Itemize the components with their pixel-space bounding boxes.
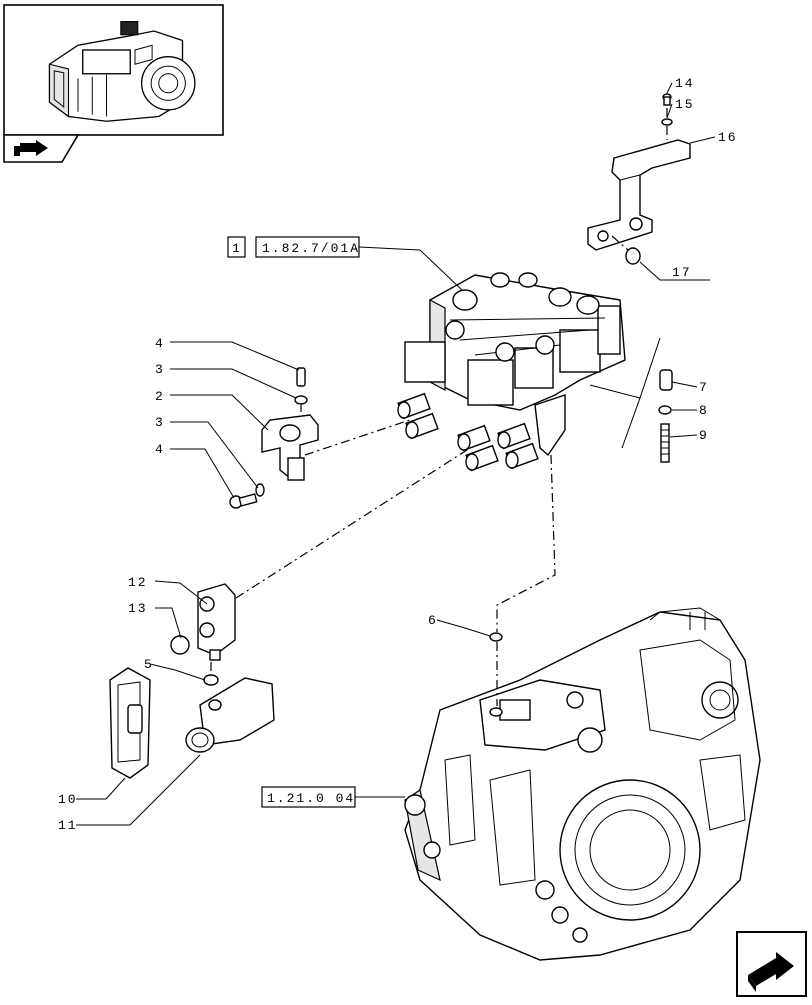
cover-10	[109, 667, 151, 779]
callout-6: 6	[428, 613, 438, 628]
thumbnail-overview[interactable]	[3, 4, 224, 136]
navigate-next-icon[interactable]	[736, 931, 807, 997]
callout-9: 9	[699, 428, 709, 443]
callout-12: 12	[128, 575, 148, 590]
callout-16: 16	[718, 130, 738, 145]
housing-reference[interactable]: 1.21.0 04	[261, 786, 356, 808]
bracket-16	[587, 139, 691, 251]
callout-7: 7	[699, 380, 709, 395]
bolt-7	[659, 369, 673, 391]
seal-5	[203, 674, 219, 686]
washer-8	[658, 405, 672, 415]
bolt-4-top	[296, 367, 306, 387]
callout-8: 8	[699, 403, 709, 418]
washer-15	[661, 118, 673, 126]
cap-13	[170, 635, 190, 655]
callout-4-bottom: 4	[155, 442, 165, 457]
callout-4-top: 4	[155, 336, 165, 351]
washer-3-bottom	[255, 483, 265, 497]
stud-9	[660, 423, 670, 463]
callout-3-top: 3	[155, 362, 165, 377]
spacer-17	[625, 247, 641, 265]
washer-3-top	[294, 395, 308, 405]
valve-ref-code: 1.82.7/01A	[262, 241, 360, 256]
control-valve-assembly	[397, 272, 626, 472]
callout-3-bottom: 3	[155, 415, 165, 430]
seal-6	[489, 632, 503, 642]
valve-reference[interactable]: 1 1.82.7/01A	[227, 236, 360, 258]
bracket-2	[261, 414, 319, 481]
callout-5: 5	[144, 657, 154, 672]
callout-2: 2	[155, 389, 165, 404]
callout-10: 10	[58, 792, 78, 807]
bolt-4-bottom	[229, 493, 258, 509]
valve-ref-number: 1	[232, 241, 242, 256]
callout-13: 13	[128, 601, 148, 616]
transmission-housing	[404, 607, 761, 961]
callout-15: 15	[675, 97, 695, 112]
housing-ref-code: 1.21.0 04	[267, 791, 355, 806]
coupler-11	[185, 677, 275, 753]
callout-17: 17	[672, 265, 692, 280]
callout-11: 11	[58, 818, 78, 833]
screw-14	[662, 93, 672, 106]
book-page-icon[interactable]	[3, 134, 80, 163]
callout-14: 14	[675, 76, 695, 91]
selector-valve-12	[197, 583, 236, 661]
